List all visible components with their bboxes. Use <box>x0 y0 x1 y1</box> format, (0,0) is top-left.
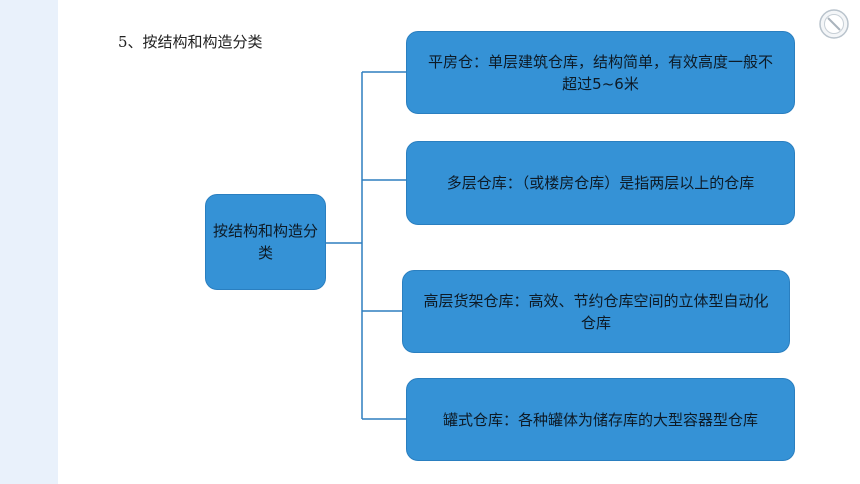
child-node-multistory-warehouse: 多层仓库：（或楼房仓库）是指两层以上的仓库 <box>406 141 795 225</box>
child-node-tank-warehouse: 罐式仓库：各种罐体为储存库的大型容器型仓库 <box>406 378 795 461</box>
child-node-label: 多层仓库：（或楼房仓库）是指两层以上的仓库 <box>446 174 755 192</box>
child-node-label: 高层货架仓库：高效、节约仓库空间的立体型自动化仓库 <box>423 291 769 332</box>
circle-slash-icon[interactable] <box>818 8 850 40</box>
child-node-label: 罐式仓库：各种罐体为储存库的大型容器型仓库 <box>442 410 758 429</box>
side-strip <box>0 0 58 484</box>
child-node-flat-warehouse: 平房仓：单层建筑仓库，结构简单，有效高度一般不超过5~6米 <box>406 31 795 114</box>
child-node-highbay-warehouse: 高层货架仓库：高效、节约仓库空间的立体型自动化仓库 <box>402 270 790 353</box>
root-node: 按结构和构造分类 <box>205 194 326 290</box>
root-node-label: 按结构和构造分类 <box>212 222 318 262</box>
page-heading: 5、按结构和构造分类 <box>118 33 263 51</box>
child-node-label: 平房仓：单层建筑仓库，结构简单，有效高度一般不超过5~6米 <box>427 52 773 93</box>
